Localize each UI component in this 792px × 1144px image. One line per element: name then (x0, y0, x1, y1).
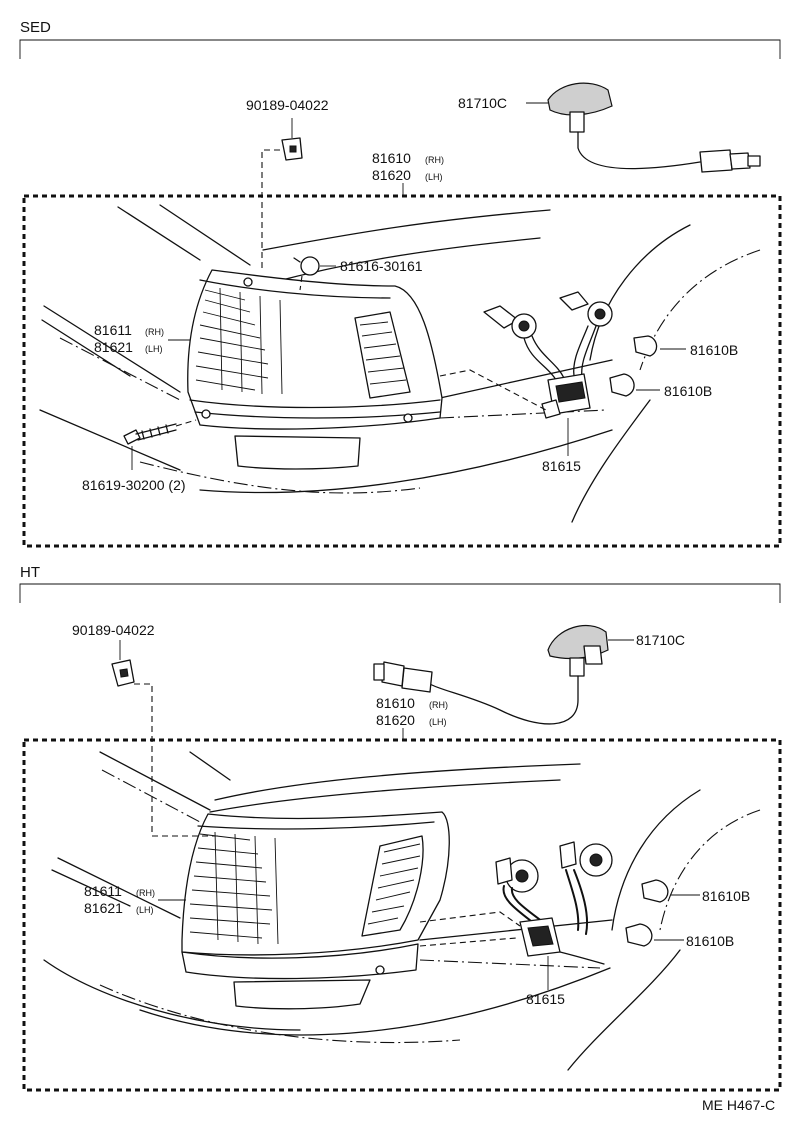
label-bulb-lower-ht: 81610B (686, 933, 734, 949)
label-socket-sed: 81615 (542, 458, 581, 474)
bulbs-ht (625, 879, 700, 947)
socket-harness-ht (419, 841, 613, 990)
screw-part-sed-top (293, 256, 336, 291)
clip-part-ht (111, 640, 222, 837)
combination-lamp-ht (181, 811, 450, 1010)
label-assy-2-side-ht: (LH) (429, 717, 447, 727)
label-clip-ht: 90189-04022 (72, 622, 155, 638)
assembly-bracket-ht (22, 738, 782, 1092)
bulbs-sed (609, 335, 686, 397)
label-lens-2-side-ht: (LH) (136, 905, 154, 915)
label-lens-1-ht: 81611 (84, 883, 122, 899)
label-bulb-upper-ht: 81610B (702, 888, 750, 904)
sed-section: SED (19, 19, 782, 548)
section-title-sed: SED (20, 19, 51, 36)
section-bracket-ht (19, 583, 781, 603)
label-bulb-upper-sed: 81610B (690, 342, 738, 358)
label-lens-2-side-sed: (LH) (145, 344, 163, 354)
label-assy-2-sed: 81620 (372, 167, 411, 183)
label-bulb-lower-sed: 81610B (664, 383, 712, 399)
assembly-bracket-sed (22, 194, 782, 548)
section-title-ht: HT (20, 564, 40, 581)
label-assy-1-sed: 81610 (372, 150, 411, 166)
label-assy-2-side-sed: (LH) (425, 172, 443, 182)
label-side-marker-sed: 81710C (458, 95, 507, 111)
combination-lamp-sed (187, 269, 443, 470)
label-assy-1-ht: 81610 (376, 695, 415, 711)
label-screw-bottom-sed: 81619-30200 (2) (82, 477, 186, 493)
label-lens-2-sed: 81621 (94, 339, 133, 355)
section-bracket-sed (19, 39, 781, 59)
car-body-lines-ht (43, 751, 761, 1071)
label-assy-1-side-ht: (RH) (429, 700, 448, 710)
diagram-code: ME H467-C (702, 1097, 775, 1113)
car-body-lines-sed (39, 204, 761, 523)
label-socket-ht: 81615 (526, 991, 565, 1007)
socket-harness-sed (439, 291, 613, 456)
screw-part-sed-bottom (123, 419, 197, 470)
label-clip-sed: 90189-04022 (246, 97, 329, 113)
label-lens-1-side-sed: (RH) (145, 327, 164, 337)
side-marker-ht (373, 624, 634, 725)
label-lens-1-side-ht: (RH) (136, 888, 155, 898)
side-marker-sed (526, 82, 761, 173)
clip-part-sed (261, 118, 303, 272)
label-assy-2-ht: 81620 (376, 712, 415, 728)
label-assy-1-side-sed: (RH) (425, 155, 444, 165)
ht-section: HT (19, 564, 782, 1092)
label-screw-top-sed: 81616-30161 (340, 258, 423, 274)
label-lens-2-ht: 81621 (84, 900, 123, 916)
label-lens-1-sed: 81611 (94, 322, 132, 338)
label-side-marker-ht: 81710C (636, 632, 685, 648)
